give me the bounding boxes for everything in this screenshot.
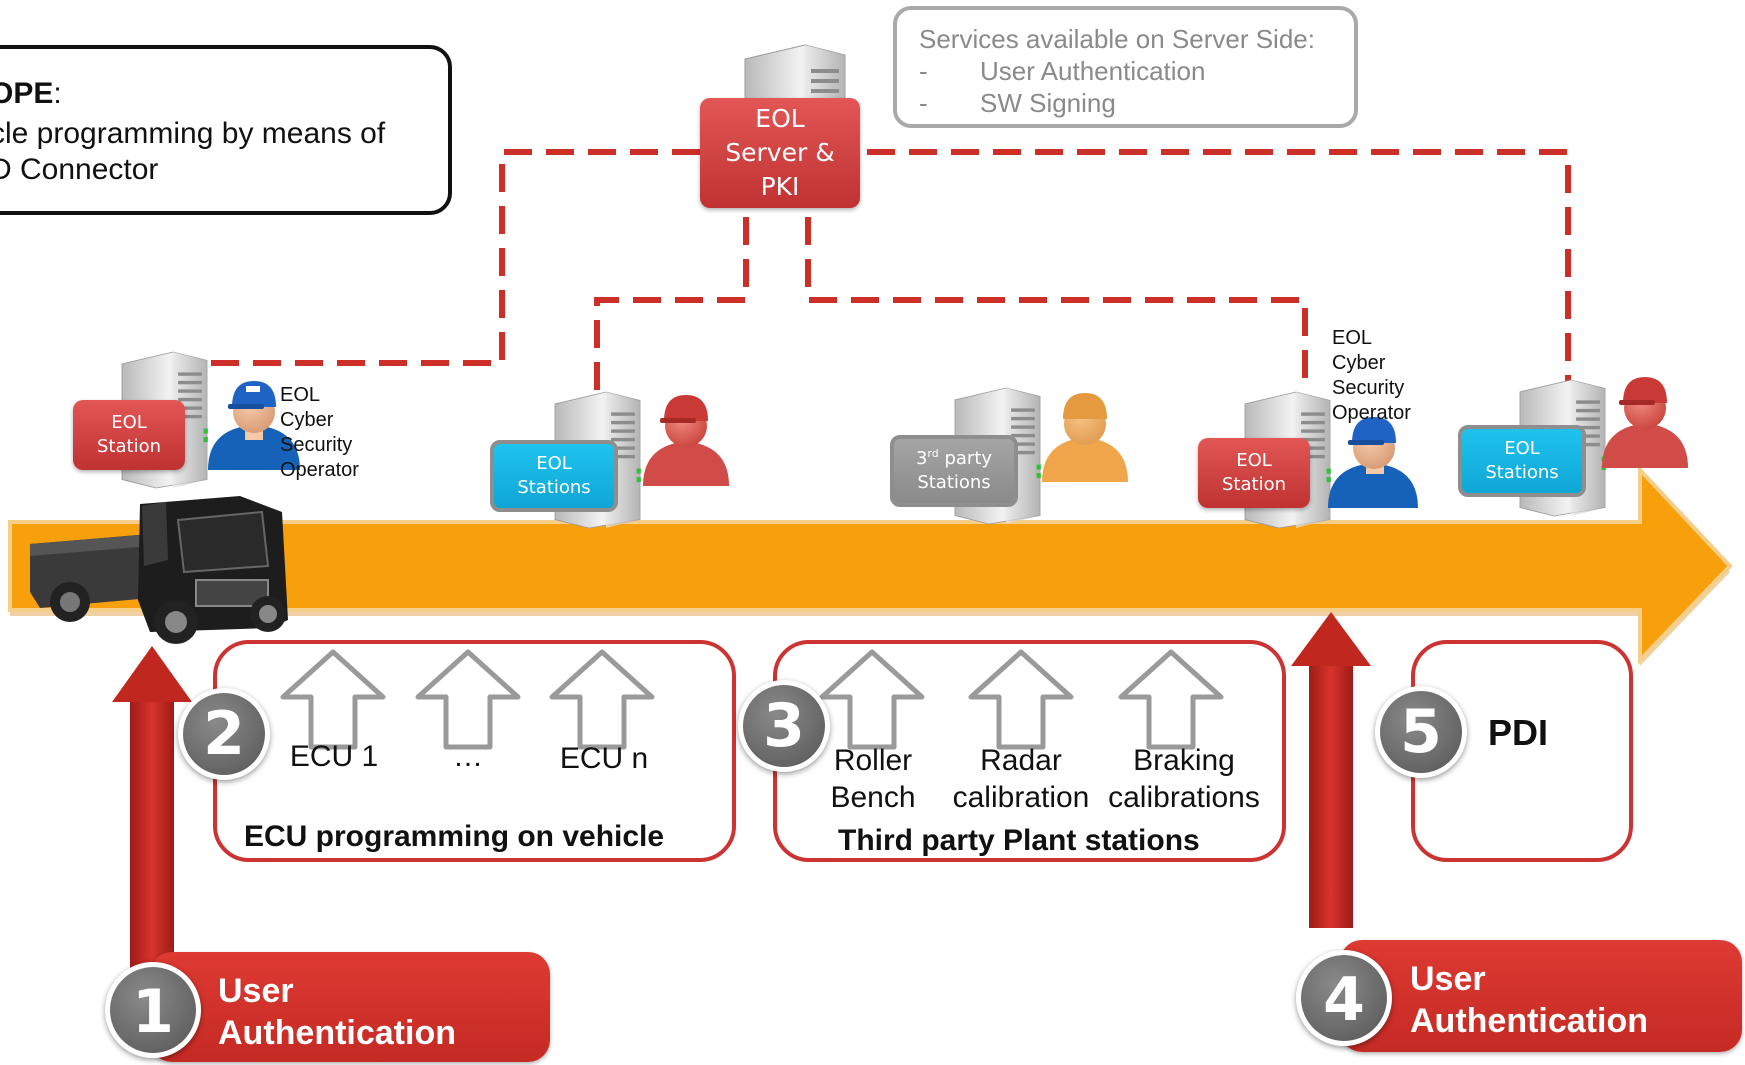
radar-arrow-icon: [971, 652, 1071, 747]
operator-red-1-icon: [643, 395, 729, 486]
radar-line-2: calibration: [952, 781, 1090, 814]
step-5-badge: 5: [1375, 686, 1467, 778]
eol-station-right-line-1: EOL: [1236, 449, 1272, 471]
services-item-sw-signing: SW Signing: [980, 88, 1116, 118]
eol-station-right-label: EOL Station: [1198, 438, 1310, 508]
eol-station-left-label: EOL Station: [73, 400, 185, 470]
ecu-1-arrow-icon: [283, 652, 383, 747]
operator-left-line-2: Cyber: [280, 409, 334, 431]
step-4-badge: 4: [1296, 950, 1392, 1046]
scope-title-colon: :: [53, 77, 62, 110]
ecu-n-label: ECU n: [559, 742, 649, 775]
third-party-line-2: Stations: [917, 472, 991, 493]
radar-calibration-label: Radar calibration: [942, 742, 1100, 816]
braking-line-2: calibrations: [1108, 781, 1260, 814]
user-authentication-step-1: User Authentication: [150, 952, 550, 1062]
operator-left-line-4: Operator: [280, 459, 359, 481]
radar-line-1: Radar: [980, 744, 1062, 777]
step-2-badge: 2: [178, 688, 270, 780]
step-1-number: 1: [132, 977, 174, 1047]
third-party-sup: rd: [927, 446, 939, 460]
operator-left-line-1: EOL: [280, 384, 321, 406]
roller-bench-label: Roller Bench: [813, 742, 933, 816]
operator-left-label: EOL Cyber Security Operator: [280, 383, 359, 483]
step-2-number: 2: [203, 699, 245, 769]
eol-stations-1-line-1: EOL: [536, 452, 572, 474]
scope-title: OPE: [0, 77, 54, 110]
step4-line-2: Authentication: [1410, 1002, 1648, 1040]
services-item-user-authentication: User Authentication: [980, 56, 1206, 86]
eol-station-left-line-1: EOL: [111, 411, 147, 433]
eol-stations-2-line-1: EOL: [1504, 437, 1540, 459]
services-bullet-2: -: [919, 88, 928, 118]
step-3-badge: 3: [738, 680, 830, 772]
ecu-n-arrow-icon: [552, 652, 652, 747]
operator-red-2-icon: [1602, 377, 1688, 468]
operator-left-line-3: Security: [280, 434, 353, 456]
ecu-dots-label: …: [453, 740, 483, 773]
eol-station-right-line-2: Station: [1222, 474, 1286, 495]
ecu-programming-caption: ECU programming on vehicle: [244, 820, 665, 853]
third-party-caption: Third party Plant stations: [838, 824, 1200, 857]
pdi-label: PDI: [1488, 712, 1549, 753]
braking-arrow-icon: [1121, 652, 1221, 747]
server-label-line-2: Server &: [725, 138, 835, 168]
operator-blue-right-icon: [1328, 417, 1418, 508]
third-party-stations-label: 3rd party Stations: [890, 435, 1018, 507]
operator-blue-left-icon: [208, 381, 300, 470]
third-party-prefix: 3: [915, 447, 928, 469]
step-5-number: 5: [1400, 697, 1442, 767]
server-label-line-1: EOL: [755, 104, 805, 134]
operator-right-line-4: Operator: [1332, 402, 1411, 424]
eol-stations-2-line-2: Stations: [1485, 462, 1559, 483]
eol-stations-1-label: EOL Stations: [490, 440, 618, 512]
braking-line-1: Braking: [1133, 744, 1235, 777]
services-heading: Services available on Server Side:: [919, 24, 1315, 54]
eol-stations-2-label: EOL Stations: [1458, 425, 1586, 497]
server-services-box: Services available on Server Side: - Use…: [893, 6, 1358, 128]
eol-stations-1-line-2: Stations: [517, 477, 591, 498]
network-dashed-lines: [210, 149, 1571, 395]
server-label-line-3: PKI: [760, 171, 800, 201]
operator-right-line-2: Cyber: [1332, 352, 1386, 374]
third-party-suffix: party: [938, 447, 993, 469]
roller-bench-line-2: Bench: [830, 781, 916, 814]
scope-line-2: D Connector: [0, 153, 159, 186]
step1-line-1: User: [218, 972, 294, 1010]
operator-right-line-1: EOL: [1332, 327, 1373, 349]
truck-icon: [30, 496, 288, 644]
ecu-1-label: ECU 1: [289, 740, 379, 773]
scope-box: OPE: cle programming by means of D Conne…: [0, 45, 452, 215]
roller-bench-arrow-icon: [822, 652, 922, 747]
operator-orange-icon: [1042, 393, 1128, 482]
step1-line-2: Authentication: [218, 1014, 456, 1052]
step-3-number: 3: [763, 691, 805, 761]
eol-server-pki-label: EOL Server & PKI: [700, 98, 860, 208]
user-authentication-step-4: User Authentication: [1340, 940, 1742, 1052]
services-bullet-1: -: [919, 56, 928, 86]
step-1-badge: 1: [105, 962, 201, 1058]
braking-calibrations-label: Braking calibrations: [1100, 742, 1268, 816]
step-4-number: 4: [1323, 965, 1365, 1035]
operator-right-label: EOL Cyber Security Operator: [1332, 326, 1411, 426]
step4-line-1: User: [1410, 960, 1486, 998]
operator-right-line-3: Security: [1332, 377, 1405, 399]
eol-station-left-line-2: Station: [97, 436, 161, 457]
roller-bench-line-1: Roller: [833, 744, 913, 777]
auth-arrow-4: [1291, 612, 1371, 928]
scope-line-1: cle programming by means of: [0, 117, 386, 150]
ecu-dots-arrow-icon: [418, 652, 518, 747]
